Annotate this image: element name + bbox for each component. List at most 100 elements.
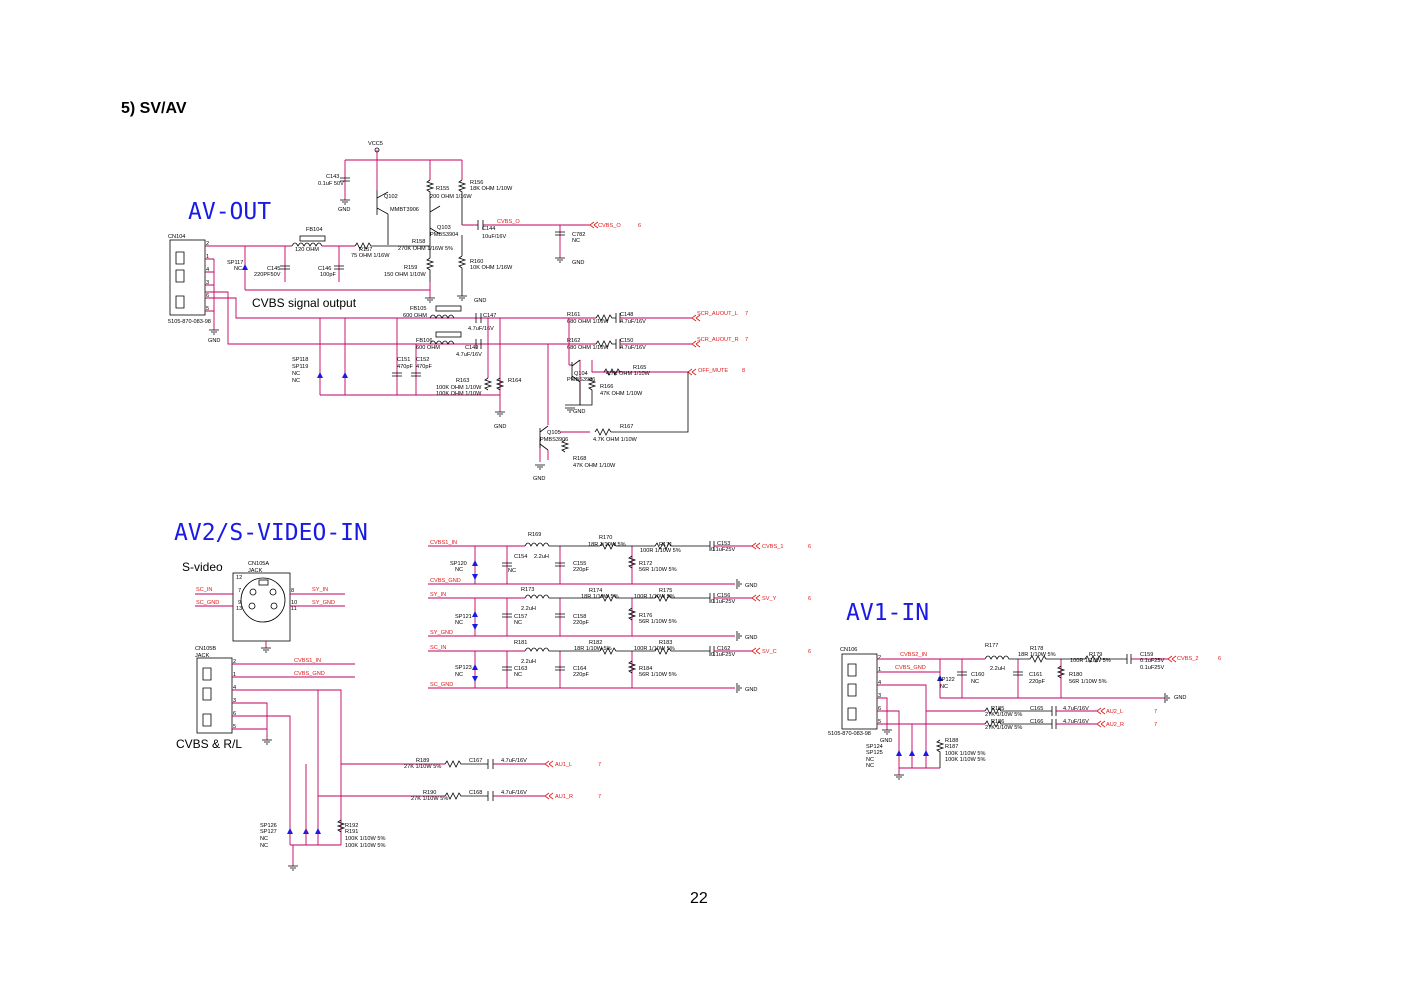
- ground-c143: [340, 199, 350, 205]
- fb105-fb106-coils: [429, 314, 455, 345]
- r158-value: 270K OHM 1/16W 5%: [398, 246, 453, 252]
- r175-value: 100R 1/10W 5%: [634, 594, 675, 600]
- offpage-cvbs-2: [1167, 655, 1177, 663]
- net-cvbs-o: CVBS_O: [497, 219, 520, 225]
- q103-label: Q103: [437, 225, 451, 231]
- c146-label: C146: [318, 266, 331, 272]
- fb104-symbol: [299, 235, 326, 242]
- gnd-cn104: GND: [208, 338, 220, 344]
- sp122-diode: [937, 675, 943, 681]
- r189-label: R189: [416, 758, 429, 764]
- c144-symbol: [477, 220, 484, 230]
- sheet-ref-au2-r: 7: [1154, 722, 1157, 728]
- c168-label: C168: [469, 790, 482, 796]
- net-sc-in-cn105a: SC_IN: [196, 587, 212, 593]
- gnd-svideo-1: GND: [745, 583, 757, 589]
- c144-value: 10uF/16V: [482, 234, 507, 240]
- gnd-c143: GND: [338, 207, 350, 213]
- c143-value: 0.1uF 50V: [318, 181, 344, 187]
- ground-cn105a: [261, 647, 271, 653]
- svideo-drops: [474, 546, 633, 688]
- cn104-pin1: 1: [206, 254, 209, 260]
- c154-label: C154: [514, 554, 527, 560]
- au2-out-lines: [1056, 710, 1097, 725]
- net-sc-gnd: SC_GND: [430, 682, 453, 688]
- c164-value: 220pF: [573, 672, 589, 678]
- r160-value: 10K OHM 1/16W: [470, 265, 513, 271]
- cn106-wires: [877, 658, 985, 768]
- cn105b-jacks: [202, 667, 212, 727]
- cn105a-pin9: 9: [238, 600, 241, 606]
- sp121-label: SP121: [455, 614, 472, 620]
- cn105a-pin11: 11: [291, 606, 297, 612]
- r179-label: R179: [1089, 652, 1102, 658]
- net-sv-y: SV_Y: [762, 596, 777, 602]
- cn104-pin3: 3: [206, 280, 209, 286]
- r184-label: R184: [639, 666, 652, 672]
- c155-value: 220pF: [573, 567, 589, 573]
- sheet-ref-au1-r: 7: [598, 794, 601, 800]
- sp119-label: SP119: [292, 364, 308, 370]
- sp117-label: SP117: [227, 260, 243, 266]
- c147-label: C147: [483, 313, 496, 319]
- cn105b-pin3: 3: [233, 698, 236, 704]
- c157-nc: NC: [514, 620, 522, 626]
- c167-label: C167: [469, 758, 482, 764]
- net-cvbs1-in: CVBS1_IN: [430, 540, 457, 546]
- gnd-q105: GND: [533, 476, 545, 482]
- net-au1-r: AU1_R: [555, 794, 573, 800]
- ground-c782: [555, 257, 565, 263]
- gnd-rail-avout: [245, 282, 431, 298]
- c782-symbol: [555, 231, 565, 236]
- r161-r162-symbols: [595, 314, 616, 348]
- svideo-caps: [502, 562, 565, 671]
- av1-section: AV1-IN CN106 5105-870-083-98 2 1 4 3 6 5…: [828, 600, 1221, 780]
- cn105b-pin4: 4: [233, 685, 236, 691]
- c155-label: C155: [573, 561, 586, 567]
- gnd-av1: GND: [1174, 695, 1186, 701]
- r161-label: R161: [567, 312, 580, 318]
- sp126-nc: NC: [260, 836, 268, 842]
- r164-value: 100K OHM 1/10W: [436, 391, 482, 397]
- gnd-cn106: GND: [880, 738, 892, 744]
- net-cvbs-2: CVBS_2: [1177, 656, 1198, 662]
- r166-value: 47K OHM 1/10W: [600, 391, 643, 397]
- ground-cn105b: [262, 739, 272, 745]
- ground-cn104: [209, 329, 219, 335]
- q104-label: Q104: [574, 371, 588, 377]
- ground-q104: [565, 407, 575, 413]
- sp118-label: SP118: [292, 357, 308, 363]
- r168-value: 47K OHM 1/10W: [573, 463, 616, 469]
- c166-value: 4.7uF/16V: [1063, 719, 1089, 725]
- cn105a-wires: [195, 593, 345, 648]
- sheet-ref-sv-c: 6: [808, 649, 811, 655]
- offpage-scr: [691, 314, 701, 348]
- r179-value: 100R 1/10W 5%: [1070, 658, 1111, 664]
- cn105b-pin2: 2: [233, 659, 236, 665]
- au1-lines: [318, 763, 445, 797]
- r178-label: R178: [1030, 646, 1043, 652]
- sp122-label: SP122: [938, 677, 955, 683]
- r163-label: R163: [456, 378, 469, 384]
- cn106-label: CN106: [840, 647, 857, 653]
- c143-label: C143: [326, 174, 339, 180]
- sp120-diode-a: [472, 560, 478, 566]
- cn106-pin2: 2: [878, 655, 881, 661]
- net-au2-l: AU2_L: [1106, 709, 1123, 715]
- q102-label: Q102: [384, 194, 398, 200]
- din-pin-3: [248, 602, 256, 610]
- ground-q105: [535, 464, 545, 470]
- net-sy-gnd-cn105a: SY_GND: [312, 600, 335, 606]
- fb105-value: 600 OHM: [403, 313, 427, 319]
- fb104-label: FB104: [306, 227, 322, 233]
- ground-r164: [495, 411, 505, 417]
- fb106-label: FB106: [416, 338, 432, 344]
- c160-nc: NC: [971, 679, 979, 685]
- offpage-svideo: [751, 542, 761, 655]
- fb104-coil: [291, 242, 323, 247]
- gnd-q104: GND: [573, 409, 585, 415]
- sheet-ref-cvbs-2: 6: [1218, 656, 1221, 662]
- r171-label: R171: [659, 542, 672, 548]
- r156-value: 18K OHM 1/10W: [470, 186, 513, 192]
- c167-c168-symbols: [487, 759, 494, 801]
